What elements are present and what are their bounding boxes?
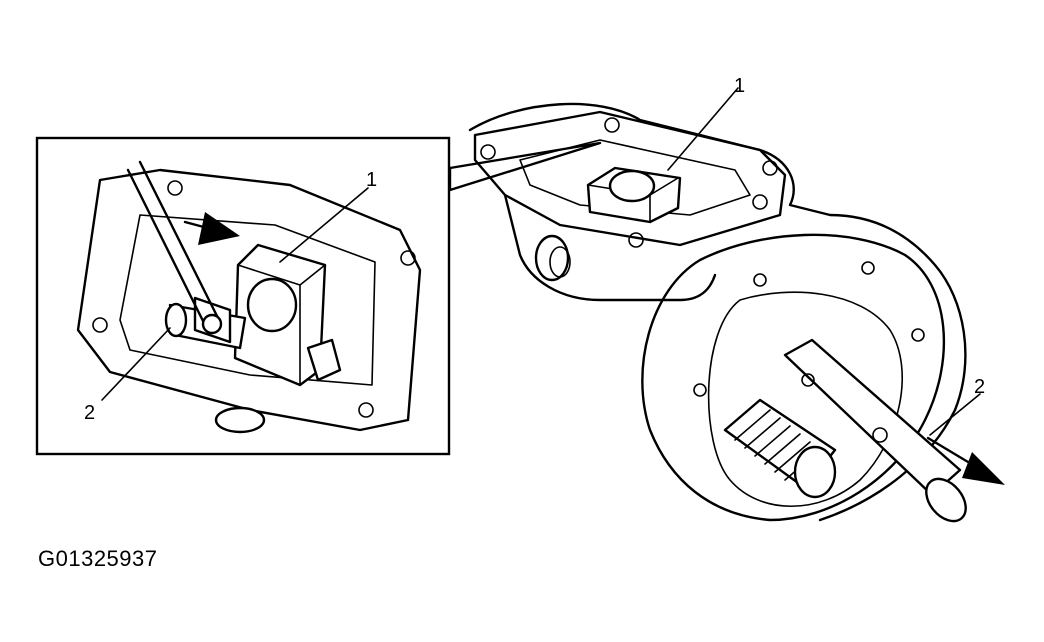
housing-outline	[468, 102, 967, 522]
inset-leader-2	[101, 327, 171, 401]
leader-line-2	[929, 393, 981, 436]
face-hole	[911, 328, 925, 342]
inset-leader-1	[279, 187, 369, 263]
inset-detail-view: 1 2	[35, 136, 451, 456]
inset-callout-1: 1	[366, 169, 377, 191]
inset-flange-inner	[119, 214, 376, 386]
housing-side	[503, 193, 717, 302]
bolt-hole	[762, 160, 778, 176]
main-callout-1: 1	[734, 75, 745, 97]
main-housing-view: 1 2	[448, 75, 1005, 523]
pull-arrow-main	[926, 436, 1005, 485]
splined-shaft	[723, 398, 837, 499]
figure-id: G01325937	[38, 546, 158, 571]
top-flange-inner	[519, 139, 751, 216]
front-face-inner	[707, 291, 903, 507]
face-hole	[861, 261, 875, 275]
front-face-outer	[641, 233, 946, 522]
face-hole	[693, 383, 707, 397]
face-hole	[753, 273, 767, 287]
bolt-hole	[752, 194, 768, 210]
inset-pointer	[448, 141, 602, 192]
pin-punch-tool	[126, 160, 223, 335]
inset-callout-2: 2	[84, 402, 95, 424]
shift-rail-inset	[164, 296, 247, 350]
main-callout-2: 2	[974, 376, 985, 398]
shift-block-inset	[233, 243, 342, 387]
shift-rail-main	[783, 338, 967, 523]
inset-flange	[76, 168, 422, 432]
shift-block-main	[586, 166, 682, 224]
pull-arrow-inset	[183, 212, 240, 245]
side-port	[534, 234, 570, 282]
leader-line-1	[667, 87, 739, 171]
bolt-hole	[628, 232, 644, 248]
bolt-hole	[480, 144, 496, 160]
bolt-hole	[604, 117, 620, 133]
